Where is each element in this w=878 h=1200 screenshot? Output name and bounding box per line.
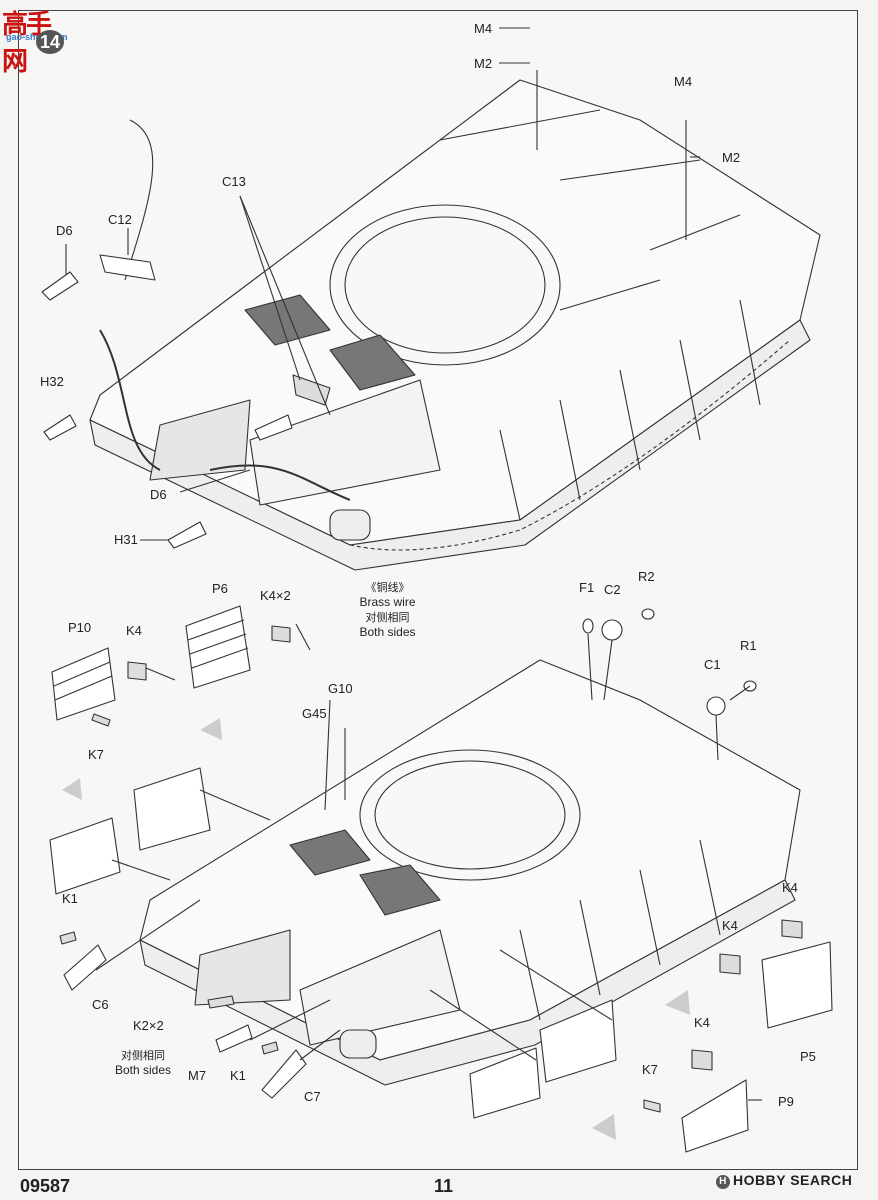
part-h32	[43, 414, 77, 441]
callout-label: C6	[92, 997, 109, 1012]
note-cn: 对侧相同	[121, 1049, 165, 1062]
part-k4-b	[127, 661, 147, 681]
callout-label: K2×2	[133, 1018, 164, 1033]
callout-label: G45	[302, 706, 327, 721]
callout-label: K4	[782, 880, 798, 895]
note-cn: 对侧相同	[365, 611, 410, 624]
part-c12	[99, 254, 156, 281]
source-brand-text: HOBBY SEARCH	[733, 1172, 853, 1188]
callout-label: K4×2	[260, 588, 291, 603]
brand-logo-icon: H	[716, 1175, 730, 1189]
callout-label: K4	[694, 1015, 710, 1030]
callout-label: K7	[88, 747, 104, 762]
note-en: Both sides	[359, 625, 416, 639]
callout-label: K1	[230, 1068, 246, 1083]
part-d6-lower	[254, 414, 293, 441]
part-c6	[63, 944, 107, 991]
callout-label: D6	[56, 223, 73, 238]
part-c2	[601, 619, 623, 641]
part-c7	[261, 1049, 307, 1099]
callout-label: K4	[722, 918, 738, 933]
callout-label: M2	[722, 150, 741, 165]
callout-label: G10	[328, 681, 353, 696]
part-k1-a	[59, 931, 77, 945]
part-m7	[215, 1024, 253, 1053]
callout-label: P6	[212, 581, 228, 596]
note-en: Both sides	[114, 1063, 172, 1077]
part-k4-a	[271, 625, 291, 643]
callout-label: C2	[604, 582, 621, 597]
part-k2	[207, 995, 235, 1009]
page-number: 11	[434, 1176, 454, 1196]
callout-label: P10	[68, 620, 92, 635]
part-k7-b	[643, 1099, 661, 1113]
part-k4-c	[781, 919, 803, 939]
watermark-site-name: 高手网	[2, 10, 52, 77]
part-h31	[167, 521, 207, 549]
callout-label: P5	[800, 1049, 816, 1064]
skirt-plate-mid-1	[539, 999, 617, 1083]
both-sides-note: 对侧相同 Both sides	[108, 1048, 178, 1078]
callout-label: K4	[126, 623, 142, 638]
part-k1-b	[261, 1041, 279, 1055]
callout-label: C12	[108, 212, 132, 227]
note-cn: 《铜线》	[365, 581, 410, 594]
callout-label: M2	[474, 56, 493, 71]
callout-label: F1	[579, 580, 595, 595]
callout-label: K1	[62, 891, 78, 906]
callout-label: C13	[222, 174, 246, 189]
step-number-badge: 14	[36, 30, 64, 54]
callout-label: D6	[150, 487, 167, 502]
callout-label: M4	[674, 74, 693, 89]
part-p9	[681, 1079, 749, 1153]
note-en: Brass wire	[359, 595, 416, 609]
site-watermark: 高手网 gao-shou.com	[2, 4, 72, 77]
callout-label: R2	[638, 569, 655, 584]
kit-number: 09587	[20, 1176, 71, 1196]
skirt-plate-left-2	[49, 817, 121, 895]
callout-label: M7	[188, 1068, 207, 1083]
callout-label: M4	[474, 21, 493, 36]
callout-label: R1	[740, 638, 757, 653]
skirt-plate-left-1	[133, 767, 211, 851]
callout-label: C7	[304, 1089, 321, 1104]
part-p6	[185, 605, 251, 689]
brass-wire-note: 《铜线》 Brass wire 对侧相同 Both sides	[350, 580, 425, 640]
callout-label: K7	[642, 1062, 658, 1077]
part-p5	[761, 941, 833, 1029]
callout-label: H31	[114, 532, 138, 547]
part-k7-a	[91, 713, 111, 727]
part-k4-e	[691, 1049, 713, 1071]
part-r2	[641, 608, 655, 620]
skirt-plate-mid-2	[469, 1047, 541, 1119]
callout-label: C1	[704, 657, 721, 672]
lower-tank-hull	[139, 659, 801, 1086]
part-d6-upper	[41, 271, 79, 301]
direction-arrows	[62, 718, 690, 1140]
part-k4-d	[719, 953, 741, 975]
callout-label: H32	[40, 374, 64, 389]
part-c1	[706, 696, 726, 716]
part-p10	[51, 647, 116, 721]
upper-tank-hull	[89, 79, 821, 571]
callout-label: P9	[778, 1094, 794, 1109]
part-f1	[582, 618, 594, 634]
